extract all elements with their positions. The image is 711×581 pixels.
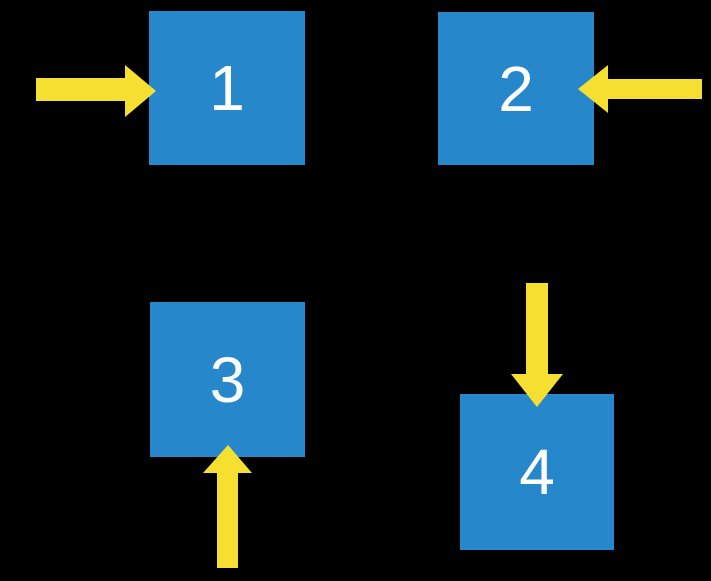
box-2: 2 bbox=[438, 12, 594, 165]
arrow-right-shape bbox=[36, 65, 156, 117]
box-1: 1 bbox=[149, 11, 305, 165]
arrow-left-icon bbox=[578, 65, 702, 113]
box-3-label: 3 bbox=[209, 343, 246, 416]
box-2-label: 2 bbox=[498, 52, 534, 125]
arrow-right-icon bbox=[36, 65, 156, 117]
box-1-label: 1 bbox=[209, 52, 245, 124]
box-3: 3 bbox=[150, 302, 305, 457]
arrow-up-shape bbox=[203, 445, 252, 568]
box-4: 4 bbox=[460, 394, 614, 550]
arrow-up-icon bbox=[203, 445, 252, 568]
box-4-label: 4 bbox=[519, 436, 555, 508]
arrow-down-shape bbox=[511, 283, 563, 407]
arrow-left-shape bbox=[578, 65, 702, 113]
arrow-down-icon bbox=[511, 283, 563, 407]
